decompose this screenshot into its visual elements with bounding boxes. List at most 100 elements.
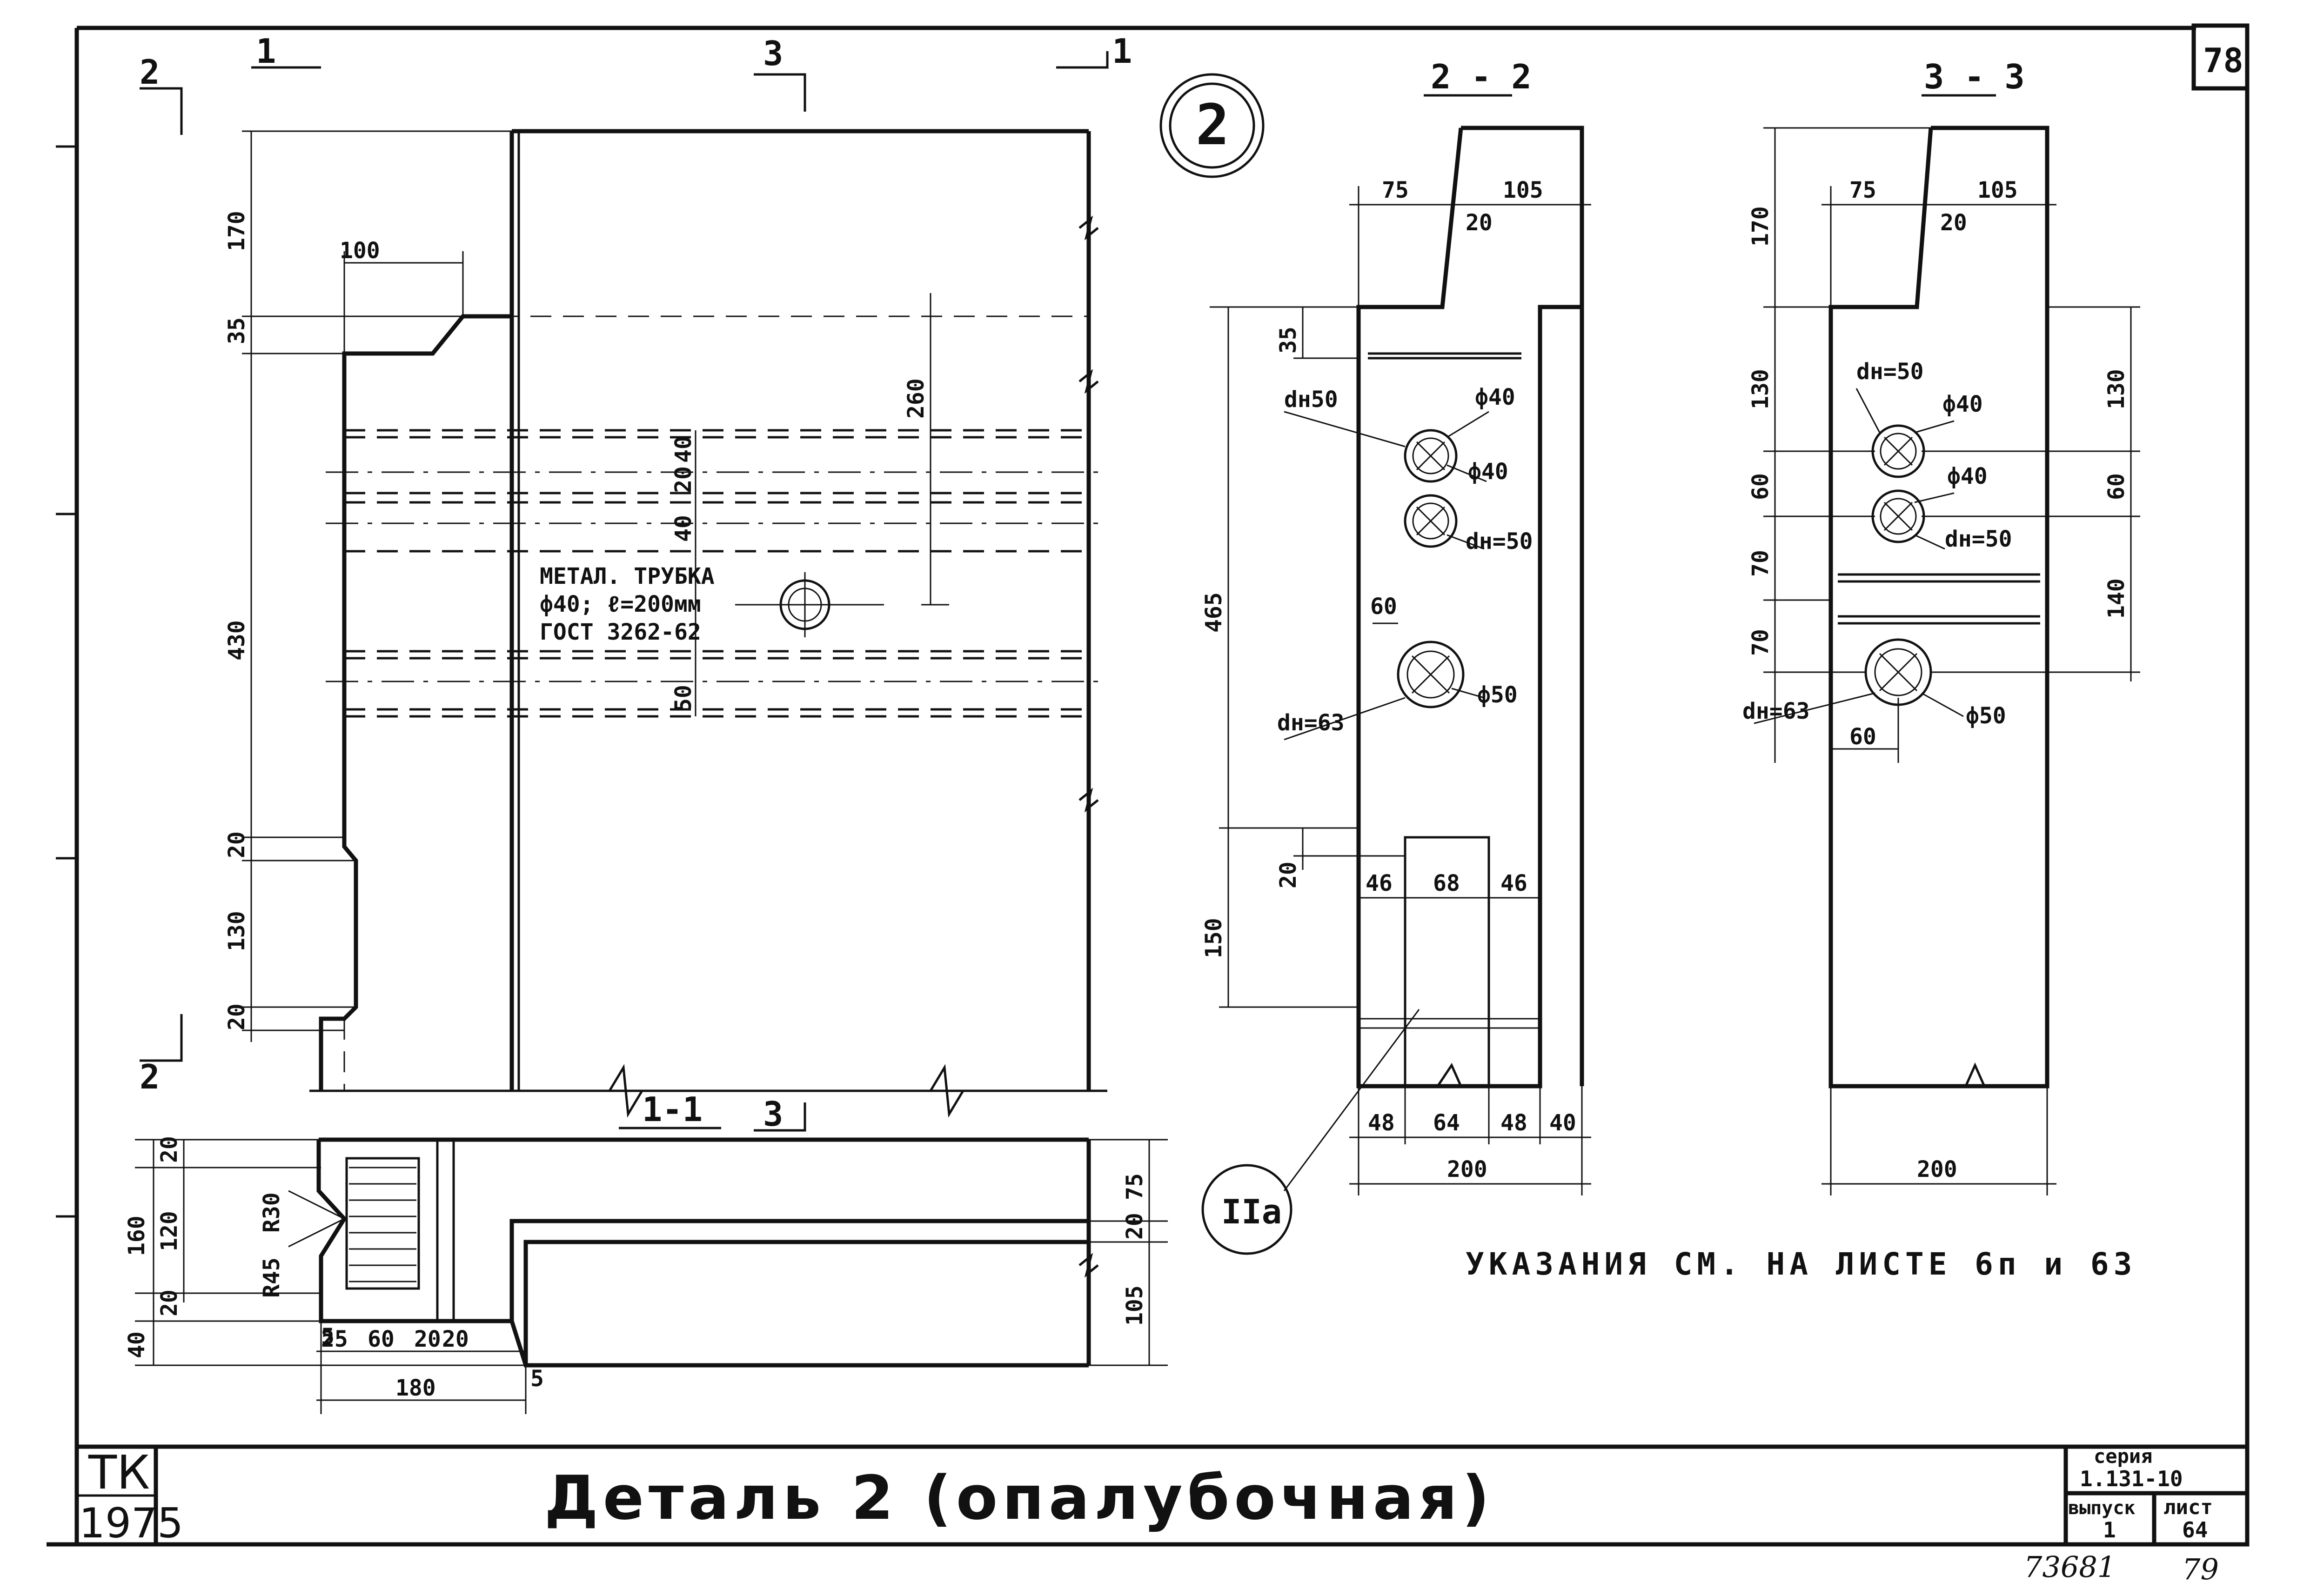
dim-130r: 130	[2103, 369, 2130, 409]
dim-40b: 40	[670, 515, 696, 542]
pipe-note-line2: ф40; ℓ=200мм	[540, 591, 701, 617]
dim-75: 75	[1382, 177, 1409, 203]
radius-r30: R30	[259, 1192, 285, 1233]
dim-60: 60	[1370, 594, 1397, 620]
hole-dn63: dн=63	[1277, 710, 1345, 736]
radius-r45: R45	[259, 1257, 285, 1298]
dim-50: 50	[670, 685, 696, 712]
section-2-2-title: 2 - 2	[1431, 57, 1532, 96]
hole-phi40-a: ф40	[1942, 391, 1983, 417]
dim-130l: 130	[1748, 369, 1774, 409]
dim-20a: 20	[414, 1326, 441, 1352]
section-marks	[140, 51, 1109, 1132]
dim-75: 75	[1122, 1173, 1148, 1200]
dim-5a: 5	[321, 1324, 335, 1350]
section-1-1-labels: 1-1 160 120 20 20 40 R30 R45 5 25 25 60 …	[124, 1090, 1148, 1401]
dim-70b: 70	[1748, 629, 1774, 656]
stamp-year: 1975	[79, 1499, 183, 1547]
plan-view-labels: 100 170 35 430 20 130 20 260 40 20 40 50…	[224, 211, 929, 1030]
dim-48a: 48	[1368, 1110, 1395, 1136]
dim-120: 120	[156, 1211, 182, 1251]
section-3-3-labels: 3 - 3 75 105 20 170 130 60 70 70 130 60 …	[1742, 57, 2130, 1182]
dim-20: 20	[1466, 210, 1493, 236]
sheet-value: 64	[2182, 1517, 2208, 1543]
dim-25-visible: 25	[321, 1326, 348, 1352]
plan-view	[242, 129, 1107, 1118]
title-block: ТК 1975 Деталь 2 (опалубочная) серия 1.1…	[77, 1445, 2219, 1586]
hole-dn50-a: dн=50	[1856, 359, 1924, 385]
cut-2-left-label: 2	[140, 53, 160, 92]
dim-20: 20	[670, 466, 696, 493]
section-3-3	[1754, 94, 2140, 1195]
dim-20b: 20	[442, 1326, 469, 1352]
pipe-note-line1: МЕТАЛ. ТРУБКА	[540, 563, 715, 589]
cut-1-left-label: 1	[256, 32, 276, 71]
section-3-3-title: 3 - 3	[1924, 57, 2025, 96]
dim-60l: 60	[1748, 473, 1774, 500]
issue-label: выпуск	[2068, 1497, 2136, 1519]
hole-dn50-b: dн=50	[1945, 526, 2012, 552]
dim-430: 430	[224, 620, 250, 661]
dim-105: 105	[1503, 177, 1543, 203]
sheet-label: лист	[2163, 1496, 2213, 1519]
dim-35: 35	[1275, 327, 1301, 354]
section-2-2	[1201, 94, 1591, 1255]
dim-20b: 20	[224, 1003, 250, 1030]
hole-phi40-b: ф40	[1468, 459, 1508, 485]
dim-20-top: 20	[156, 1136, 182, 1163]
cut-2-bottom-label: 2	[140, 1057, 160, 1096]
dim-130: 130	[224, 911, 250, 951]
cut-3-top-label: 3	[763, 34, 783, 73]
dim-75: 75	[1849, 177, 1876, 203]
hole-phi40-b: ф40	[1947, 463, 1988, 489]
issue-value: 1	[2103, 1517, 2116, 1543]
dim-105: 105	[1122, 1285, 1148, 1326]
section-1-1-title: 1-1	[642, 1090, 703, 1129]
dim-260: 260	[903, 378, 929, 419]
instructions-note: УКАЗАНИЯ СМ. НА ЛИСТЕ 6п и 63	[1466, 1246, 2136, 1282]
node-label: IIа	[1221, 1192, 1282, 1231]
sheet-frame	[47, 23, 2250, 1547]
hole-phi50: ф50	[1477, 682, 1518, 708]
dim-5b: 5	[530, 1366, 544, 1392]
section-2-2-labels: 2 - 2 75 105 20 35 465 150 20 dн50 ф40 ф…	[1201, 57, 1576, 1231]
detail-circle: 2	[1159, 73, 1265, 178]
dim-180: 180	[395, 1375, 436, 1401]
dim-150: 150	[1201, 918, 1227, 958]
section-mark-labels: 2 1 3 1 2 3	[140, 32, 1132, 1134]
section-1-1	[135, 1127, 1168, 1414]
dim-20r: 20	[1122, 1213, 1148, 1240]
hole-phi40-a: ф40	[1475, 384, 1515, 410]
dim-64: 64	[1433, 1110, 1460, 1136]
dim-20-bot: 20	[156, 1289, 182, 1316]
dim-35: 35	[224, 317, 250, 344]
dim-46a: 46	[1366, 870, 1393, 896]
dim-200: 200	[1447, 1156, 1487, 1182]
dim-20l: 20	[1275, 861, 1301, 888]
dim-68: 68	[1433, 870, 1460, 896]
drawing-title: Деталь 2 (опалубочная)	[544, 1462, 1494, 1533]
dim-46b: 46	[1500, 870, 1527, 896]
series-label: серия	[2094, 1445, 2152, 1468]
dim-70a: 70	[1748, 550, 1774, 577]
dim-105: 105	[1977, 177, 2018, 203]
cut-1-right-label: 1	[1112, 32, 1132, 71]
hole-dn50-a: dн50	[1284, 387, 1338, 413]
dim-170: 170	[224, 211, 250, 251]
dim-200: 200	[1917, 1156, 1957, 1182]
cut-3-bottom-label: 3	[763, 1095, 783, 1134]
dim-60b: 60	[1849, 724, 1876, 750]
dim-20: 20	[1940, 210, 1967, 236]
dim-140: 140	[2103, 578, 2130, 619]
dim-170: 170	[1748, 206, 1774, 247]
hole-phi50: ф50	[1966, 703, 2006, 729]
dim-40a: 40	[670, 436, 696, 463]
hand-number-1: 73681	[2024, 1550, 2116, 1584]
dim-100: 100	[340, 238, 380, 264]
pipe-note-line3: ГОСТ 3262-62	[540, 619, 701, 645]
hole-dn50-b: dн=50	[1466, 528, 1533, 554]
detail-number: 2	[1196, 93, 1229, 158]
series-value: 1.131-10	[2080, 1466, 2183, 1491]
